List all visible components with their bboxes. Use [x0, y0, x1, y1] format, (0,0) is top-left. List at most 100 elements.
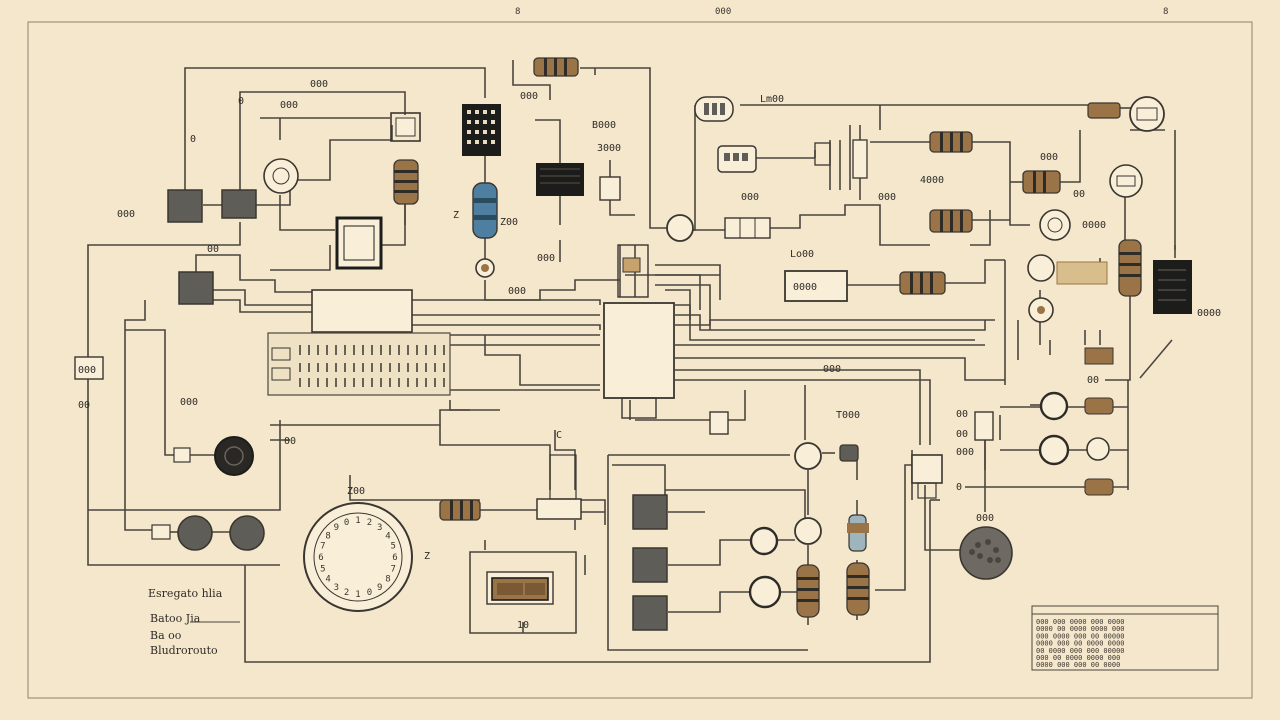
- small-resistor-d: [1084, 347, 1114, 365]
- knob-a: [177, 515, 213, 551]
- label-z-cap: Z: [453, 210, 459, 221]
- label-t000: T000: [836, 410, 860, 421]
- border-mark-left: 8: [515, 7, 520, 17]
- dial-mark: 7: [390, 564, 395, 574]
- fuse: [839, 444, 859, 462]
- box-inner: [395, 117, 416, 137]
- speaker-grille: [959, 526, 1013, 580]
- dial-mark: 2: [344, 588, 349, 598]
- small-relay-right: [974, 411, 994, 441]
- module-b: [221, 189, 257, 219]
- ring-d: [749, 526, 779, 556]
- terminal-box-left: [74, 356, 104, 380]
- cpu-block-top: [311, 289, 413, 333]
- module-a: [167, 189, 203, 223]
- ring-e: [748, 575, 782, 609]
- title-block-row: 000 0000 000 00 00000: [1036, 632, 1125, 640]
- label-zoo: Z00: [500, 217, 518, 228]
- label-bmoo: B000: [592, 120, 616, 131]
- label-000-left2: 000: [117, 209, 135, 220]
- label-o0-b: 00: [956, 429, 968, 440]
- switch-box-lower: [911, 454, 943, 484]
- label-000-e: 000: [741, 192, 759, 203]
- label-00-left: 00: [78, 400, 90, 411]
- small-box-c: [173, 447, 191, 463]
- bus-block: [267, 332, 451, 396]
- label-oooo: 0000: [1082, 220, 1106, 231]
- module-d: [632, 494, 668, 530]
- switch-small: [599, 176, 621, 201]
- knob-b: [229, 515, 265, 551]
- lamp-c: [1039, 209, 1071, 241]
- ring-a: [1039, 391, 1069, 421]
- dial-mark: 1: [355, 516, 360, 526]
- resistor-r5: [1087, 102, 1121, 119]
- module-f: [632, 595, 668, 631]
- resistor-v-right: [1118, 239, 1142, 297]
- speaker-a: [214, 436, 254, 476]
- border-mark-right: 8: [1163, 7, 1168, 17]
- tan-block: [1056, 261, 1108, 285]
- label-z1: Z: [424, 551, 430, 562]
- dial-mark: 1: [355, 590, 360, 600]
- dial-mark: 3: [377, 523, 382, 533]
- border-mark-center: 000: [715, 7, 731, 17]
- connector-strip: [724, 217, 771, 239]
- label-lo00: Lo00: [790, 249, 814, 260]
- capacitor-blue: [472, 182, 498, 239]
- lamp-g: [794, 517, 822, 545]
- resistor-small-b: [1084, 478, 1114, 496]
- resistor-r4: [1022, 170, 1061, 194]
- lamp-d: [1027, 254, 1055, 282]
- dial-mark: 9: [377, 583, 382, 593]
- label-oo-dots: 00: [1087, 375, 1099, 386]
- dial-mark: 6: [318, 553, 323, 563]
- dial-mark: 0: [367, 588, 372, 598]
- dial-mark: 8: [325, 531, 330, 541]
- lamp-top-right: [1129, 96, 1165, 132]
- node-circle-a: [666, 214, 694, 242]
- label-000-cap: 000: [537, 253, 555, 264]
- label-4000: 4000: [920, 175, 944, 186]
- label-3000: 3000: [597, 143, 621, 154]
- battery-black: [1153, 260, 1192, 314]
- label-oonoo: 0000: [1197, 308, 1221, 319]
- label-lmoo: Lm00: [760, 94, 784, 105]
- note-title: Esregato hlia: [148, 587, 223, 600]
- label-c: C: [556, 430, 562, 441]
- module-e: [632, 547, 668, 583]
- rotary-dial: [303, 502, 413, 612]
- title-block-row: 0000 000 00 0000 0000: [1036, 640, 1125, 648]
- label-00-small: 00: [207, 244, 219, 255]
- label-oo2: 00: [284, 436, 296, 447]
- box-top: [390, 112, 421, 142]
- label-oom: 00: [1073, 189, 1085, 200]
- title-block-row: 00 0000 000 000 00000: [1036, 647, 1125, 655]
- dial-mark: 5: [320, 564, 325, 574]
- label-0-top: 0: [238, 96, 244, 107]
- title-block-row: 000 00 0000 0000 000: [1036, 654, 1120, 662]
- label-000-b: 000: [280, 100, 298, 111]
- note-line2: Ba oo: [150, 629, 182, 642]
- dial-mark: 4: [385, 531, 390, 541]
- label-om: 0: [956, 482, 962, 493]
- component-labels: 000 0 000 0 000 00 000 00 Z Z00 000 000 …: [78, 79, 1221, 631]
- label-000-f: 000: [878, 192, 896, 203]
- label-000-d: 000: [520, 91, 538, 102]
- label-z00: Z00: [347, 486, 365, 497]
- label-ooo3: 000: [180, 397, 198, 408]
- ring-b: [1038, 434, 1070, 466]
- label-ooo-b: 000: [956, 447, 974, 458]
- small-box-d: [151, 524, 171, 540]
- note-line1: Batoo Jia: [150, 612, 201, 625]
- label-000-c: 000: [78, 365, 96, 376]
- resistor-small-a: [1084, 397, 1114, 415]
- title-block-row: 0000 00 0000 0000 000: [1036, 625, 1125, 633]
- module-c: [178, 271, 214, 305]
- dial-mark: 2: [367, 518, 372, 528]
- cpu-block-main: [603, 302, 675, 399]
- small-box-b: [709, 411, 729, 435]
- title-block-row: 0000 000 000 00 0000: [1036, 661, 1120, 669]
- drawing-border: [27, 21, 1253, 699]
